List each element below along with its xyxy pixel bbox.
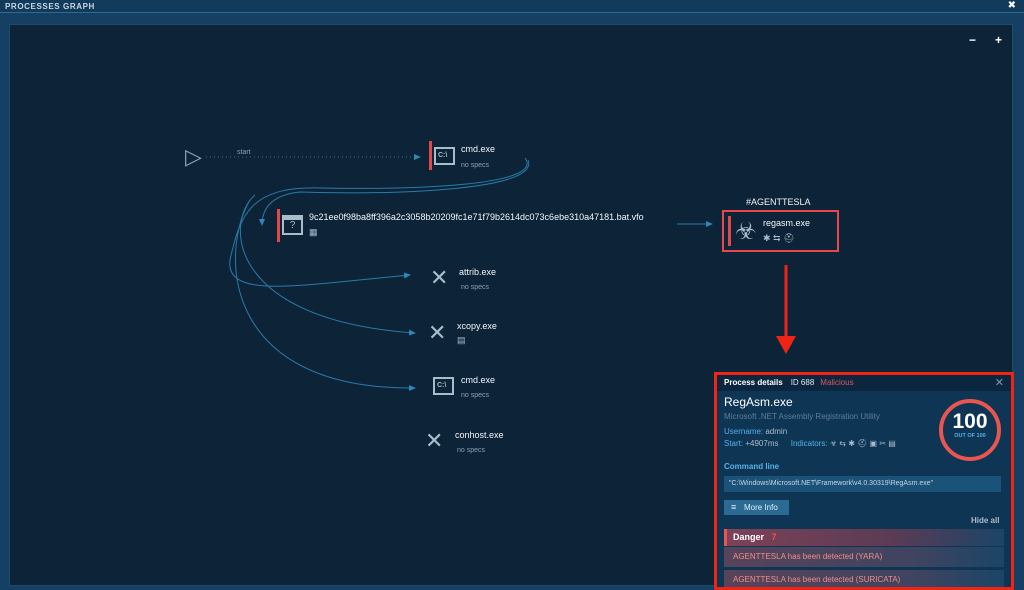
danger-bar bbox=[728, 216, 731, 246]
username-label: Username: bbox=[724, 427, 764, 436]
edge bbox=[229, 157, 528, 287]
unknown-window-icon: ? bbox=[282, 215, 303, 235]
indicators-label: Indicators: bbox=[790, 439, 828, 448]
more-info-button[interactable]: ≡ More Info bbox=[724, 500, 789, 515]
hide-all-link[interactable]: Hide all bbox=[971, 516, 1000, 525]
process-details-panel: Process details ID 688 Malicious ✕ RegAsm.… bbox=[714, 372, 1014, 590]
node-name: cmd.exe bbox=[461, 144, 496, 154]
node-name: regasm.exe bbox=[763, 218, 811, 228]
close-panel-button[interactable]: ✕ bbox=[994, 377, 1004, 389]
start-value: +4907ms bbox=[745, 439, 779, 448]
score-out-of: OUT OF 100 bbox=[954, 433, 986, 439]
process-node-regasm[interactable]: ☣ regasm.exe ✱ ⇆ ⛑ bbox=[722, 210, 839, 252]
title-bar: PROCESSES GRAPH ✖ bbox=[0, 0, 1024, 13]
list-icon: ≡ bbox=[731, 502, 737, 512]
detection-item[interactable]: AGENTTESLA has been detected (YARA) bbox=[724, 547, 1004, 567]
node-specs: no specs bbox=[461, 162, 490, 169]
indicator-icons: ✱ ⇆ ⛑ bbox=[763, 233, 795, 243]
process-node-conhost[interactable]: ✕ conhost.exe no specs bbox=[425, 428, 525, 458]
tools-icon: ✕ bbox=[428, 320, 447, 345]
start-icon: ▷ bbox=[185, 144, 202, 169]
command-line-value[interactable]: "C:\Windows\Microsoft.NET\Framework\v4.0… bbox=[724, 476, 1001, 492]
panel-header: Process details ID 688 Malicious ✕ bbox=[717, 375, 1011, 391]
process-node-cmd[interactable]: C:\ cmd.exe no specs bbox=[429, 141, 529, 171]
zoom-in-button[interactable]: + bbox=[995, 33, 1003, 47]
node-name: xcopy.exe bbox=[457, 321, 497, 331]
danger-section-header[interactable]: Danger 7 bbox=[724, 529, 1004, 546]
node-name: 9c21ee0f98ba8ff396a2c3058b20209fc1e71f79… bbox=[309, 212, 644, 222]
edge bbox=[235, 199, 416, 392]
terminal-icon: C:\ bbox=[434, 147, 455, 165]
detection-item[interactable]: AGENTTESLA has been detected (SURICATA) bbox=[724, 570, 1004, 587]
node-specs: no specs bbox=[461, 284, 490, 291]
danger-label: Danger bbox=[733, 532, 765, 542]
edge bbox=[259, 159, 530, 226]
danger-bar bbox=[277, 209, 280, 242]
verdict-badge: Malicious bbox=[820, 378, 854, 387]
network-icon: ▦ bbox=[309, 227, 318, 237]
window-title: PROCESSES GRAPH bbox=[5, 2, 95, 11]
process-node-attrib[interactable]: ✕ attrib.exe no specs bbox=[430, 265, 530, 295]
threat-score: 100 OUT OF 100 bbox=[939, 399, 1001, 461]
process-node-cmd[interactable]: C:\ cmd.exe no specs bbox=[433, 374, 533, 404]
node-name: cmd.exe bbox=[461, 375, 496, 385]
danger-count: 7 bbox=[771, 532, 777, 542]
zoom-out-button[interactable]: − bbox=[969, 33, 977, 47]
process-node-bat[interactable]: ? 9c21ee0f98ba8ff396a2c3058b20209fc1e71f… bbox=[277, 209, 667, 243]
more-info-label: More Info bbox=[744, 503, 778, 512]
tools-icon: ✕ bbox=[425, 428, 444, 453]
danger-bar bbox=[429, 141, 432, 170]
close-window-button[interactable]: ✖ bbox=[1007, 0, 1016, 11]
threat-tag: #AGENTTESLA bbox=[746, 197, 811, 207]
start-label: Start: bbox=[724, 439, 744, 448]
highlight-arrow-head bbox=[776, 336, 796, 354]
process-title: RegAsm.exe bbox=[724, 395, 793, 409]
node-specs: no specs bbox=[461, 392, 490, 399]
biohazard-icon: ☣ bbox=[735, 218, 757, 245]
panel-title: Process details bbox=[724, 378, 783, 387]
process-node-xcopy[interactable]: ✕ xcopy.exe ▤ bbox=[428, 320, 528, 350]
terminal-icon: C:\ bbox=[433, 377, 454, 395]
process-description: Microsoft .NET Assembly Registration Uti… bbox=[724, 412, 880, 421]
score-value: 100 bbox=[952, 410, 988, 433]
command-line-label: Command line bbox=[724, 462, 780, 471]
node-specs: no specs bbox=[457, 447, 486, 454]
indicator-icons[interactable]: ☣ ⇆ ✱ ⛑ ▣ ✂ ▤ bbox=[829, 439, 896, 448]
file-icon: ▤ bbox=[457, 335, 466, 345]
process-id: ID 688 bbox=[790, 378, 815, 387]
tools-icon: ✕ bbox=[430, 265, 449, 290]
start-label: start bbox=[237, 149, 251, 156]
node-name: conhost.exe bbox=[455, 430, 504, 440]
username-value: admin bbox=[765, 427, 788, 436]
node-name: attrib.exe bbox=[459, 267, 497, 277]
